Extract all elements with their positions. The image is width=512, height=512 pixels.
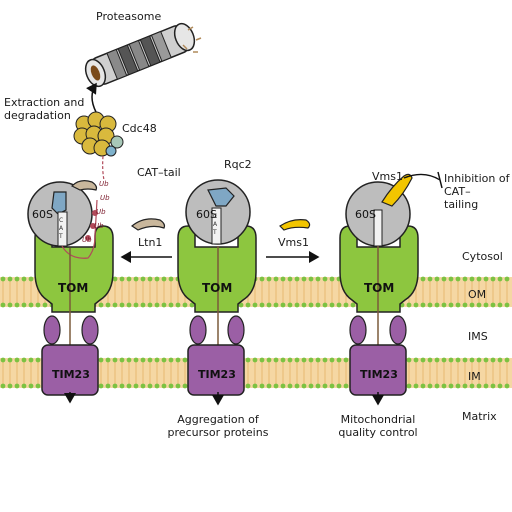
extraction-label-1: Extraction and	[4, 96, 85, 109]
ribosome-label-middle: 60S	[196, 208, 217, 221]
inhibition-line	[403, 173, 441, 181]
proteasome	[84, 22, 196, 88]
middle-complex	[177, 179, 257, 396]
compartment-im: IM	[468, 370, 481, 383]
vms1-free	[279, 219, 311, 231]
vms1-arrow-label: Vms1	[278, 236, 309, 249]
right-complex	[339, 173, 419, 396]
tom-label-middle: TOM	[202, 281, 233, 295]
vms1-top-label: Vms1	[372, 170, 403, 183]
ub-label-5: Ub	[82, 236, 92, 244]
tim23-label-left: TIM23	[52, 368, 90, 381]
inhibition-label-1: Inhibition of	[444, 172, 510, 185]
cdc48-label: Cdc48	[122, 122, 157, 135]
ub-label-4: Ub	[94, 222, 104, 230]
ribosome-label-left: 60S	[32, 208, 53, 221]
peptide-fragments	[182, 26, 202, 53]
tom-label-left: TOM	[58, 281, 89, 295]
tim23-label-right: TIM23	[360, 368, 398, 381]
cat-letter-c-left: C	[59, 217, 64, 224]
cat-letter-t-middle: T	[213, 229, 217, 236]
degradation-arrow	[86, 82, 97, 113]
ribosome-label-right: 60S	[355, 208, 376, 221]
inhibition-label-3: tailing	[444, 198, 479, 211]
compartment-om: OM	[468, 288, 487, 301]
ub-label-3: Ub	[96, 208, 106, 216]
ltn1-free	[130, 218, 166, 231]
compartment-cytosol: Cytosol	[462, 250, 503, 263]
left-complex	[27, 180, 114, 396]
proteasome-title: Proteasome	[96, 10, 162, 23]
ub-label-2: Ub	[100, 194, 110, 202]
outcome-right-1: Mitochondrial	[340, 413, 416, 426]
rqc2-label: Rqc2	[224, 158, 252, 171]
tim23-label-middle: TIM23	[198, 368, 236, 381]
cdc48	[73, 111, 124, 157]
outcome-middle-2: precursor proteins	[167, 426, 269, 439]
outcome-right-2: quality control	[338, 426, 418, 439]
extraction-label-2: degradation	[4, 109, 71, 122]
ltn1-label: Ltn1	[138, 236, 163, 249]
inhibition-bar	[437, 171, 443, 189]
ub-label-1: Ub	[99, 180, 109, 188]
cat-letter-c-middle: C	[213, 213, 218, 220]
outcome-middle-1: Aggregation of	[177, 413, 259, 426]
cat-letter-a-middle: A	[213, 221, 218, 228]
compartment-ims: IMS	[468, 330, 488, 343]
cat-letter-t-left: T	[59, 233, 63, 240]
cat-letter-a-left: A	[59, 225, 64, 232]
compartment-matrix: Matrix	[462, 410, 497, 423]
extracted-chain	[102, 155, 105, 181]
tom-label-right: TOM	[364, 281, 395, 295]
cat-tail-label: CAT–tail	[137, 166, 181, 179]
inhibition-label-2: CAT–	[444, 185, 471, 198]
